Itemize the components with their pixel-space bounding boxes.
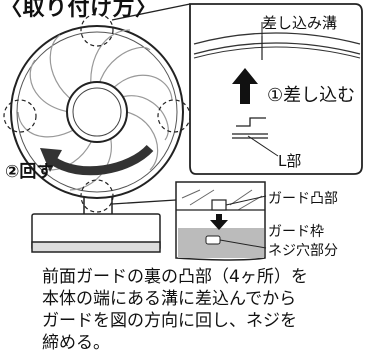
caption-line: 前面ガードの裏の凸部（4ヶ所）を xyxy=(42,267,308,287)
caption-line: ガードを図の方向に回し、ネジを xyxy=(42,311,297,331)
label-guard-boss: ガード凸部 xyxy=(268,191,338,207)
instruction-caption: 前面ガードの裏の凸部（4ヶ所）を 本体の端にある溝に差込んでから ガードを図の方… xyxy=(42,266,308,354)
caption-line: 締める。 xyxy=(42,333,110,353)
detail-box-screw xyxy=(175,181,267,261)
page-title: 〈取り付け方〉 xyxy=(0,0,158,21)
caption-line: 本体の端にある溝に差込んでから xyxy=(42,289,297,309)
label-screw-hole: ネジ穴部分 xyxy=(268,243,338,259)
detail-box-insert xyxy=(189,3,363,175)
label-step-insert: ①差し込む xyxy=(267,85,356,106)
label-guard-frame: ガード枠 xyxy=(268,224,324,240)
label-step-rotate: ②回す xyxy=(5,162,54,182)
rotate-arrow-head xyxy=(40,148,62,172)
label-insert-groove: 差し込み溝 xyxy=(262,14,338,32)
label-l-part: L部 xyxy=(278,152,302,170)
rotate-arrow xyxy=(49,144,154,176)
